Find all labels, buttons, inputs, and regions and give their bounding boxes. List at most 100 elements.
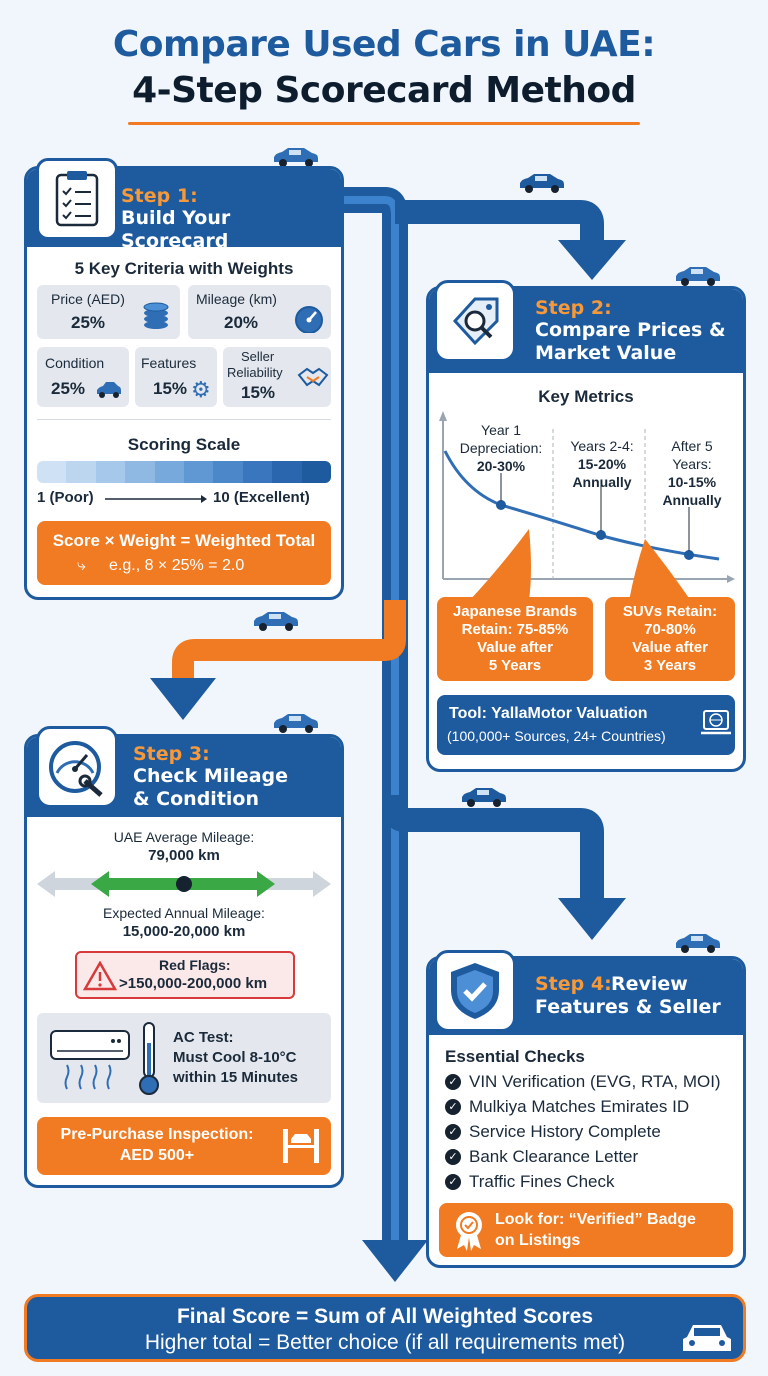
car-decoration-icon	[676, 934, 720, 953]
metric-year1: Year 1 Depreciation: 20-30%	[443, 421, 559, 475]
criterion-weight: 20%	[224, 313, 259, 332]
criterion-condition: Condition 25%	[37, 347, 129, 407]
step4-title-part1: Review	[611, 973, 688, 995]
criterion-label: Condition	[45, 355, 105, 371]
tool-sources: (100,000+ Sources, 24+ Countries)	[447, 728, 666, 744]
callout-line: Value after	[477, 639, 553, 656]
ac-test-label: AC Test:	[173, 1029, 234, 1046]
metric-line: Depreciation:	[459, 440, 543, 456]
thermometer-icon	[139, 1022, 159, 1095]
criterion-label: Mileage (km)	[196, 291, 277, 307]
step3-number: Step 3:	[133, 743, 210, 765]
criterion-features: Features 15% ⚙	[135, 347, 217, 407]
callout-pointers	[469, 529, 691, 601]
award-badge-icon	[456, 1212, 482, 1251]
criterion-mileage: Mileage (km) 20%	[188, 285, 331, 339]
metric-value: Annually	[572, 474, 632, 490]
callout-line: 3 Years	[643, 657, 697, 674]
metric-years2-4: Years 2-4: 15-20% Annually	[555, 437, 649, 491]
criterion-weight: 25%	[71, 313, 106, 332]
scale-heading: Scoring Scale	[127, 435, 241, 454]
verified-badge-line2: on Listings	[495, 1232, 581, 1249]
step2-number: Step 2:	[535, 297, 612, 319]
metric-line: Year 1	[481, 422, 521, 438]
car-decoration-icon	[520, 174, 564, 193]
metric-value: 10-15%	[667, 474, 717, 490]
criterion-label: Reliability	[227, 365, 283, 380]
price-tag-icon	[434, 280, 516, 362]
check-icon: ✓	[445, 1124, 461, 1140]
mileage-range-arrow	[37, 871, 331, 897]
tool-name: Tool: YallaMotor Valuation	[449, 705, 648, 722]
metric-after5: After 5 Years: 10-15% Annually	[647, 437, 737, 509]
expected-mileage-value: 15,000-20,000 km	[122, 923, 246, 940]
callout-line: 5 Years	[488, 657, 542, 674]
japanese-brands-callout: Japanese Brands Retain: 75-85% Value aft…	[437, 597, 593, 681]
criterion-label: Price (AED)	[51, 291, 125, 307]
title-line-2: 4-Step Scorecard Method	[132, 70, 636, 111]
callout-line: SUVs Retain:	[622, 603, 718, 620]
scoring-scale-bar	[37, 461, 331, 483]
tool-box: Tool: YallaMotor Valuation (100,000+ Sou…	[437, 695, 735, 755]
formula-box: Score × Weight = Weighted Total ⤷ e.g., …	[37, 521, 331, 585]
check-icon: ✓	[445, 1099, 461, 1115]
criterion-weight: 15%	[241, 383, 276, 402]
red-flags-value: >150,000-200,000 km	[119, 975, 268, 992]
check-item: ✓ Service History Complete	[445, 1122, 661, 1142]
criterion-weight: 15%	[153, 379, 188, 398]
car-icon	[97, 382, 121, 398]
car-decoration-icon	[274, 148, 318, 167]
check-label: Service History Complete	[469, 1122, 661, 1141]
check-item: ✓Bank Clearance Letter	[445, 1147, 638, 1167]
check-item: ✓ Mulkiya Matches Emirates ID	[445, 1097, 689, 1117]
metric-value: 15-20%	[577, 456, 627, 472]
check-item: ✓Traffic Fines Check	[445, 1172, 615, 1192]
callout-line: Retain: 75-85%	[461, 621, 569, 638]
step3-card: Step 3: Check Mileage & Condition UAE Av…	[24, 734, 344, 1188]
metric-value: Annually	[662, 492, 722, 508]
gauge-wrench-icon	[36, 726, 118, 808]
metric-value: 20-30%	[476, 458, 526, 474]
scale-min-label: 1 (Poor)	[37, 489, 94, 506]
clipboard-icon	[36, 158, 118, 240]
car-decoration-icon	[676, 267, 720, 286]
step4-number: Step 4:	[535, 973, 612, 995]
warning-icon	[83, 961, 117, 991]
ac-test-duration: within 15 Minutes	[173, 1069, 299, 1086]
laptop-globe-icon	[701, 710, 731, 735]
expected-mileage-label: Expected Annual Mileage:	[103, 905, 265, 921]
check-label: VIN Verification (EVG, RTA, MOI)	[469, 1072, 721, 1091]
check-icon: ✓	[445, 1074, 461, 1090]
step2-title-line1: Compare Prices &	[535, 319, 726, 341]
air-conditioner-icon	[50, 1030, 130, 1090]
divider	[37, 419, 331, 420]
suv-callout: SUVs Retain: 70-80% Value after 3 Years	[605, 597, 735, 681]
car-decoration-icon	[254, 612, 298, 631]
step3-title-line1: Check Mileage	[133, 765, 288, 787]
criterion-price: Price (AED) 25%	[37, 285, 180, 339]
shield-check-icon	[434, 950, 516, 1032]
check-item: ✓ VIN Verification (EVG, RTA, MOI)	[445, 1072, 721, 1092]
title-line-1: Compare Used Cars in UAE:	[112, 24, 656, 65]
car-front-icon	[683, 1325, 731, 1351]
metric-line: Years 2-4:	[570, 438, 634, 454]
check-label: Traffic Fines Check	[469, 1172, 615, 1191]
callout-line: Value after	[632, 639, 708, 656]
metrics-heading: Key Metrics	[538, 387, 634, 406]
step3-title-line2: & Condition	[133, 788, 259, 810]
check-label: Mulkiya Matches Emirates ID	[469, 1097, 690, 1116]
handshake-icon	[297, 367, 329, 387]
car-decoration-icon	[274, 714, 318, 733]
arrow-right-icon	[105, 495, 207, 503]
checks-heading: Essential Checks	[445, 1047, 585, 1066]
red-flags-label: Red Flags:	[159, 957, 231, 973]
final-score-formula: Final Score = Sum of All Weighted Scores	[176, 1305, 593, 1328]
ac-test-box: AC Test: Must Cool 8-10°C within 15 Minu…	[37, 1013, 331, 1103]
car-decoration-icon	[462, 788, 506, 807]
final-score-note: Higher total = Better choice (if all req…	[144, 1331, 626, 1354]
verified-badge-box: Look for: “Verified” Badge on Listings	[439, 1203, 733, 1257]
inspection-price: AED 500+	[119, 1147, 195, 1164]
criterion-weight: 25%	[51, 379, 86, 398]
metric-line: Years:	[672, 456, 712, 472]
step4-title-line2: Features & Seller	[535, 996, 721, 1018]
